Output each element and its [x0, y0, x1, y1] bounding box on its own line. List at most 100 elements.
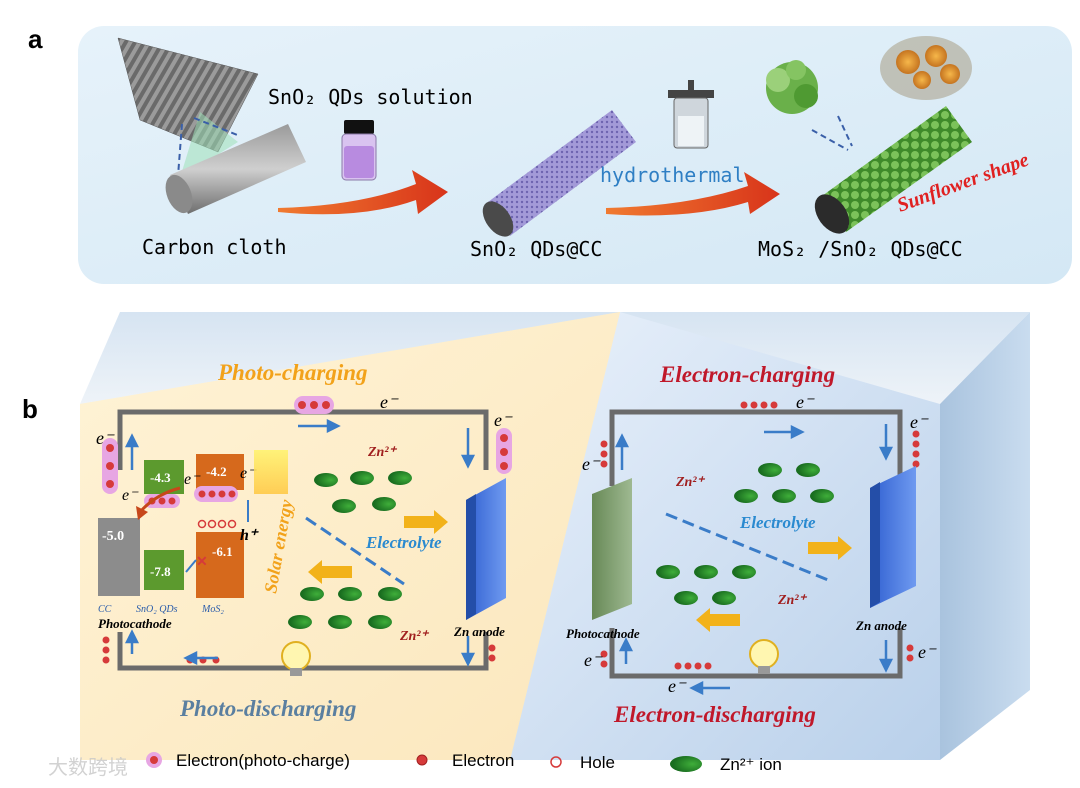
ion-arrow-left-left [308, 560, 352, 584]
zn-ion-label-left-top: Zn²⁺ [367, 445, 398, 460]
legend-hole: Hole [580, 753, 615, 772]
process-arrow-1 [278, 170, 448, 215]
vial-icon [341, 120, 377, 181]
legend-electron-icon [416, 754, 428, 766]
sno2-cc-rod [482, 110, 636, 237]
sno2-cc-label: SnO₂ QDs@CC [470, 237, 602, 261]
mos2-cb-band [196, 454, 244, 490]
mos2-vb-band [196, 532, 244, 598]
ion-arrow-right-left [404, 510, 448, 534]
photo-electron-stack-anode [496, 428, 512, 474]
e-label-solar: e⁻ [240, 465, 257, 482]
e-label-bottom-cathode: e⁻ [584, 650, 603, 670]
e-label-cathode-right: e⁻ [582, 454, 601, 474]
photocathode-label-left: Photocathode [98, 616, 172, 631]
zoom-beam [180, 112, 238, 178]
electron-transfer-head [136, 506, 148, 520]
electrolyte-label-right: Electrolyte [739, 513, 816, 532]
solution-label: SnO₂ QDs solution [268, 85, 473, 109]
zn-ions-left-lower [288, 587, 402, 629]
electron-stack-photocathode-right [600, 440, 608, 468]
photo-electron-group-top [294, 396, 334, 414]
e-label-left-stack: e⁻ [96, 428, 115, 448]
zoom-line-mos2-1 [811, 129, 849, 151]
legend-zn-ion: Zn²⁺ ion [720, 755, 782, 774]
flow-arrows [124, 418, 894, 696]
e-label-anode-stack: e⁻ [494, 410, 513, 430]
hole-group-mos2 [197, 519, 237, 529]
zoom-line-right [193, 117, 241, 137]
solar-glow [254, 450, 288, 494]
legend-hole-icon [550, 756, 562, 768]
zn-ion-label-left-bottom: Zn²⁺ [399, 629, 430, 644]
cc-label: CC [98, 604, 112, 615]
e-label-bottom-right: e⁻ [668, 676, 687, 696]
e-label-anode-right: e⁻ [910, 412, 929, 432]
zn-ions-right-lower [656, 565, 756, 605]
ion-arrow-right-right [808, 536, 852, 560]
lightbulb-icon-right [749, 639, 779, 674]
sno2-vb-band [144, 550, 184, 590]
carbon-cloth-label: Carbon cloth [142, 235, 287, 259]
legend-electron: Electron [452, 751, 514, 770]
box-side-face [940, 312, 1030, 760]
sno2-vb-level: -7.8 [150, 564, 171, 579]
autoclave-icon [668, 80, 714, 149]
legend-photo-electron-icon [146, 752, 162, 768]
sunflower-photo [880, 36, 972, 100]
separator-left [305, 516, 405, 586]
mos2-vb-level: -6.1 [212, 544, 233, 559]
photo-charging-title: Photo-charging [217, 360, 368, 385]
electron-stack-bottom-right-a [600, 650, 608, 668]
hydrothermal-label: hydrothermal [600, 163, 745, 187]
carbon-cloth-rod [165, 124, 306, 214]
mos2-cb-level: -4.2 [206, 464, 227, 479]
electron-charging-title: Electron-charging [659, 362, 835, 387]
zn-anode-right [870, 466, 916, 608]
electron-stack-bottom-right-b [906, 644, 914, 662]
lightbulb-icon-left [281, 641, 311, 676]
e-label-bottom-anode: e⁻ [918, 642, 937, 662]
legend-photo-electron: Electron(photo-charge) [176, 751, 350, 770]
cc-band [98, 518, 140, 596]
electron-stack-anode-right [912, 430, 920, 468]
mos2-sno2-cc-rod [814, 106, 972, 234]
e-label-top-right: e⁻ [796, 392, 815, 412]
photocathode-right [592, 478, 632, 620]
zn-ion-label-right-bottom: Zn²⁺ [777, 593, 808, 608]
electron-discharging-title: Electron-discharging [613, 702, 816, 727]
photo-electron-group-band [194, 486, 238, 502]
e-label-transfer: e⁻ [122, 487, 139, 504]
blocked-mark: ✕ [196, 553, 208, 569]
watermark: 大数跨境 [48, 756, 128, 779]
panel-b-label: b [22, 394, 38, 424]
e-label-top-left: e⁻ [380, 392, 399, 412]
zn-anode-label-right: Zn anode [855, 618, 907, 633]
right-bottom-wire [609, 628, 903, 679]
panel-a-label: a [28, 24, 43, 54]
electron-transfer-arrow [138, 486, 181, 514]
legend-zn-ion-icon [670, 756, 702, 772]
blocked-arrow [185, 559, 197, 573]
mos2-flake-inset [766, 60, 818, 114]
electron-stack-bottom-left-b [488, 644, 496, 662]
mos2-label: MoS₂ [201, 604, 224, 615]
sno2-cb-level: -4.3 [150, 470, 171, 485]
photocathode-label-right: Photocathode [566, 626, 640, 641]
zn-ion-label-right-top: Zn²⁺ [675, 475, 706, 490]
sno2-qds-label: SnO₂ QDs [136, 604, 178, 615]
zn-ions-left-upper [314, 471, 412, 513]
ion-arrow-left-right [696, 608, 740, 632]
mos2-cc-label: MoS₂ /SnO₂ QDs@CC [758, 237, 963, 261]
photo-discharging-title: Photo-discharging [179, 696, 356, 721]
electrolyte-label-left: Electrolyte [365, 533, 442, 552]
zoom-line-left [177, 123, 183, 177]
electron-group-bottom-right [674, 662, 712, 670]
electron-stack-bottom-left-a [102, 636, 110, 664]
blue-region [510, 312, 940, 760]
zn-anode-left [466, 478, 506, 620]
zn-ions-right-upper [734, 463, 834, 503]
cc-level: -5.0 [102, 529, 124, 544]
right-top-wire [609, 409, 903, 486]
